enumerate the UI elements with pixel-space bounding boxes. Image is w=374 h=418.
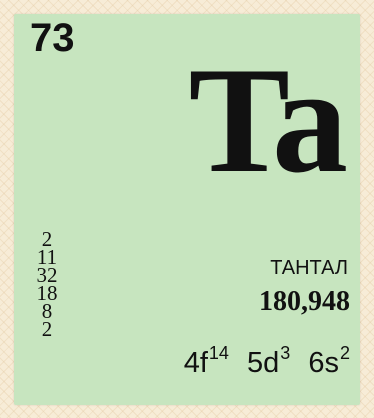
orbital-label: 5d xyxy=(247,347,280,379)
element-name: ТАНТАЛ xyxy=(270,257,348,279)
orbital-electron-count: 3 xyxy=(280,343,291,363)
orbital-label: 6s xyxy=(308,347,339,379)
shell-electron-count: 2 xyxy=(41,227,53,251)
orbital-term: 6s2 xyxy=(308,344,350,378)
shell-electron-count: 18 xyxy=(36,281,58,305)
atomic-mass: 180,948 xyxy=(259,286,350,317)
atomic-number: 73 xyxy=(30,16,75,60)
orbital-electron-count: 14 xyxy=(208,343,229,363)
shell-electron-count: 2 xyxy=(41,317,53,341)
element-card: 73 Ta 2 11 32 18 8 2 ТАНТАЛ 180,948 4f14… xyxy=(14,14,360,405)
shell-electron-list: 2 11 32 18 8 2 xyxy=(32,227,62,341)
orbital-term: 5d3 xyxy=(247,344,290,378)
shell-electron-count: 8 xyxy=(41,299,53,323)
orbital-term: 4f14 xyxy=(184,344,229,378)
orbital-electron-count: 2 xyxy=(339,343,350,363)
orbital-label: 4f xyxy=(183,347,208,379)
shell-electron-count: 11 xyxy=(36,245,58,269)
shell-electron-count: 32 xyxy=(36,263,58,287)
electron-configuration: 4f14 5d3 6s2 xyxy=(184,344,350,378)
element-symbol: Ta xyxy=(188,36,348,204)
